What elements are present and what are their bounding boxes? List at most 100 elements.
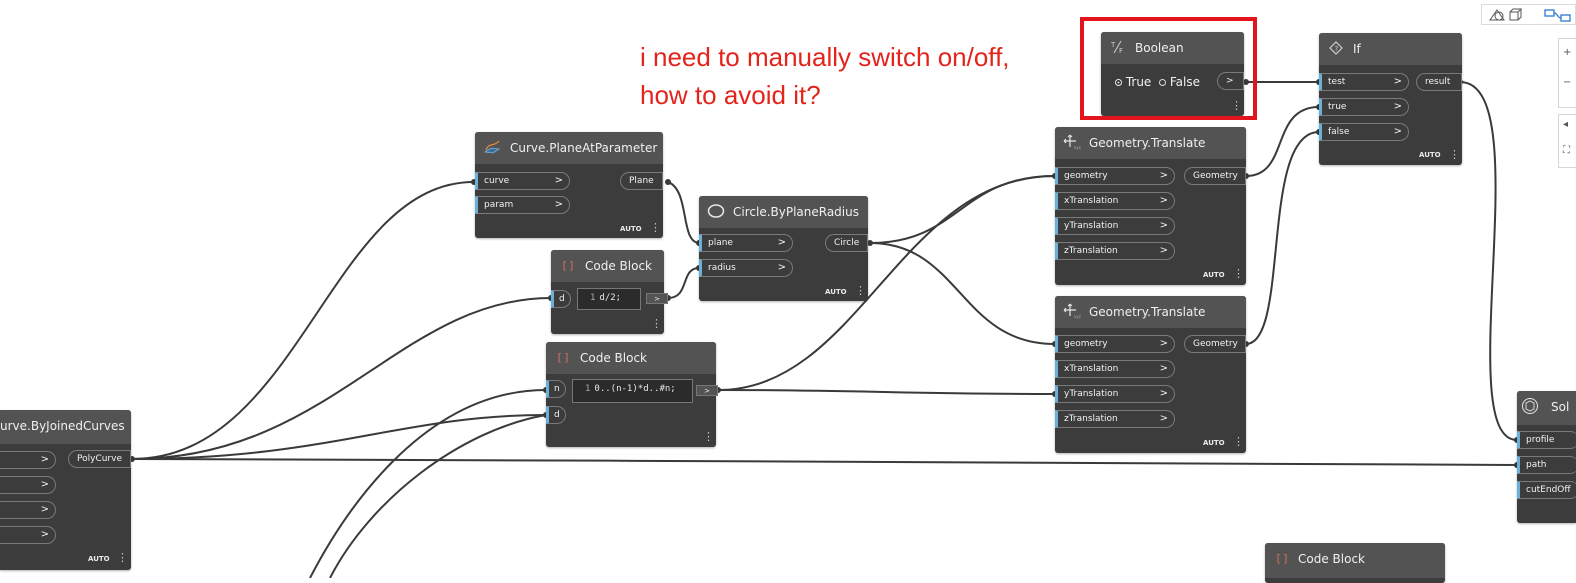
node-menu-icon[interactable]: ⋮ [1233, 435, 1244, 448]
output-port-geometry[interactable]: Geometry [1184, 335, 1246, 353]
input-port[interactable]: > [0, 451, 56, 469]
output-port-polycurve[interactable]: PolyCurve [68, 450, 131, 468]
svg-text:F: F [1119, 47, 1123, 54]
node-title: Boolean [1135, 41, 1184, 55]
svg-text:xyz: xyz [1074, 314, 1081, 319]
wire [131, 458, 1518, 466]
navigation-controls-panel: ◂ ⛶ [1558, 114, 1576, 168]
node-menu-icon[interactable]: ⋮ [703, 430, 714, 443]
input-port-false[interactable]: false> [1319, 123, 1409, 141]
fit-view-icon[interactable]: ⛶ [1563, 145, 1570, 156]
wire [717, 389, 1056, 395]
input-port-ytranslation[interactable]: yTranslation> [1055, 217, 1175, 235]
wire [869, 175, 1056, 244]
input-port-xtranslation[interactable]: xTranslation> [1055, 360, 1175, 378]
wire [667, 267, 700, 299]
if-node[interactable]: ? If test> true> false> result AUTO ⋮ [1319, 33, 1462, 165]
input-port-d[interactable]: d [551, 290, 571, 308]
code-block-node[interactable]: [ ] Code Block [1265, 543, 1445, 583]
input-port-geometry[interactable]: geometry> [1055, 335, 1175, 353]
node-menu-icon[interactable]: ⋮ [650, 221, 661, 234]
node-title: Curve.PlaneAtParameter [510, 141, 658, 155]
view-toolbar [1481, 4, 1576, 25]
radio-selected-icon [1115, 79, 1122, 86]
svg-text:xyz: xyz [1074, 145, 1081, 150]
node-menu-icon[interactable]: ⋮ [855, 284, 866, 297]
output-port-result[interactable]: result [1416, 73, 1462, 91]
code-block-icon: [ ] [562, 258, 574, 272]
view-3d-icon[interactable] [1488, 7, 1523, 27]
output-port-circle[interactable]: Circle [825, 234, 868, 252]
node-menu-icon[interactable]: ⋮ [117, 551, 128, 564]
code-output-port[interactable]: > [646, 293, 668, 304]
graph-view-icon[interactable] [1543, 7, 1575, 27]
curve-plane-at-parameter-node[interactable]: Curve.PlaneAtParameter curve> param> Pla… [475, 132, 663, 238]
output-port-plane[interactable]: Plane [620, 172, 663, 190]
zoom-in-icon[interactable]: + [1563, 47, 1572, 58]
input-port-test[interactable]: test> [1319, 73, 1409, 91]
input-port[interactable]: > [0, 476, 56, 494]
input-port-curve[interactable]: curve> [475, 172, 570, 190]
geometry-translate-node[interactable]: xyz Geometry.Translate geometry> xTransl… [1055, 127, 1246, 285]
node-menu-icon[interactable]: ⋮ [1449, 148, 1460, 161]
svg-text:?: ? [1335, 45, 1339, 53]
wire [131, 414, 547, 460]
code-output-port[interactable]: > [696, 385, 718, 396]
wire [329, 414, 547, 578]
input-port-xtranslation[interactable]: xTranslation> [1055, 192, 1175, 210]
input-port-plane[interactable]: plane> [699, 234, 793, 252]
node-menu-icon[interactable]: ⋮ [651, 317, 662, 330]
false-radio[interactable]: False [1159, 75, 1200, 89]
output-port-geometry[interactable]: Geometry [1184, 167, 1246, 185]
input-port-profile[interactable]: profile [1517, 431, 1576, 449]
translate-icon: xyz [1063, 303, 1081, 319]
polycurve-by-joined-curves-node[interactable]: urve.ByJoinedCurves > > > > PolyCurve AU… [0, 410, 131, 570]
node-title: Geometry.Translate [1089, 136, 1206, 150]
annotation-line-1: i need to manually switch on/off, [640, 42, 1010, 72]
solid-node[interactable]: Sol profile path cutEndOff [1517, 391, 1576, 523]
node-title: urve.ByJoinedCurves [0, 419, 125, 433]
input-port-path[interactable]: path [1517, 456, 1576, 474]
true-radio[interactable]: True [1115, 75, 1151, 89]
node-title: Code Block [1298, 552, 1365, 566]
input-port-n[interactable]: n [546, 380, 566, 398]
input-port-cutendoff[interactable]: cutEndOff [1517, 481, 1576, 499]
input-port-d[interactable]: d [546, 406, 566, 424]
pan-icon[interactable]: ◂ [1563, 119, 1569, 130]
run-mode-label: AUTO [620, 225, 642, 233]
code-block-icon: [ ] [1276, 551, 1288, 565]
code-block-icon: [ ] [557, 350, 569, 364]
run-mode-label: AUTO [1419, 151, 1441, 159]
input-port-true[interactable]: true> [1319, 98, 1409, 116]
node-title: Sol [1551, 400, 1570, 414]
input-port-param[interactable]: param> [475, 196, 570, 214]
zoom-out-icon[interactable]: − [1563, 77, 1572, 88]
input-port-ztranslation[interactable]: zTranslation> [1055, 242, 1175, 260]
node-menu-icon[interactable]: ⋮ [1231, 99, 1242, 112]
input-port-ytranslation[interactable]: yTranslation> [1055, 385, 1175, 403]
translate-icon: xyz [1063, 134, 1081, 150]
solid-icon [1521, 398, 1539, 414]
input-port-radius[interactable]: radius> [699, 259, 793, 277]
input-port[interactable]: > [0, 501, 56, 519]
boolean-output-port[interactable]: > [1217, 72, 1244, 90]
input-port-geometry[interactable]: geometry> [1055, 167, 1175, 185]
wire [131, 297, 552, 460]
annotation-text: i need to manually switch on/off, how to… [640, 38, 1010, 114]
circle-by-plane-radius-node[interactable]: Circle.ByPlaneRadius plane> radius> Circ… [699, 196, 868, 301]
input-port-ztranslation[interactable]: zTranslation> [1055, 410, 1175, 428]
geometry-translate-node[interactable]: xyz Geometry.Translate geometry> xTransl… [1055, 296, 1246, 453]
svg-text:T: T [1111, 41, 1116, 49]
false-label: False [1169, 75, 1200, 89]
node-menu-icon[interactable]: ⋮ [1233, 267, 1244, 280]
wire [1245, 131, 1320, 345]
node-title: If [1353, 42, 1361, 56]
input-port[interactable]: > [0, 526, 56, 544]
